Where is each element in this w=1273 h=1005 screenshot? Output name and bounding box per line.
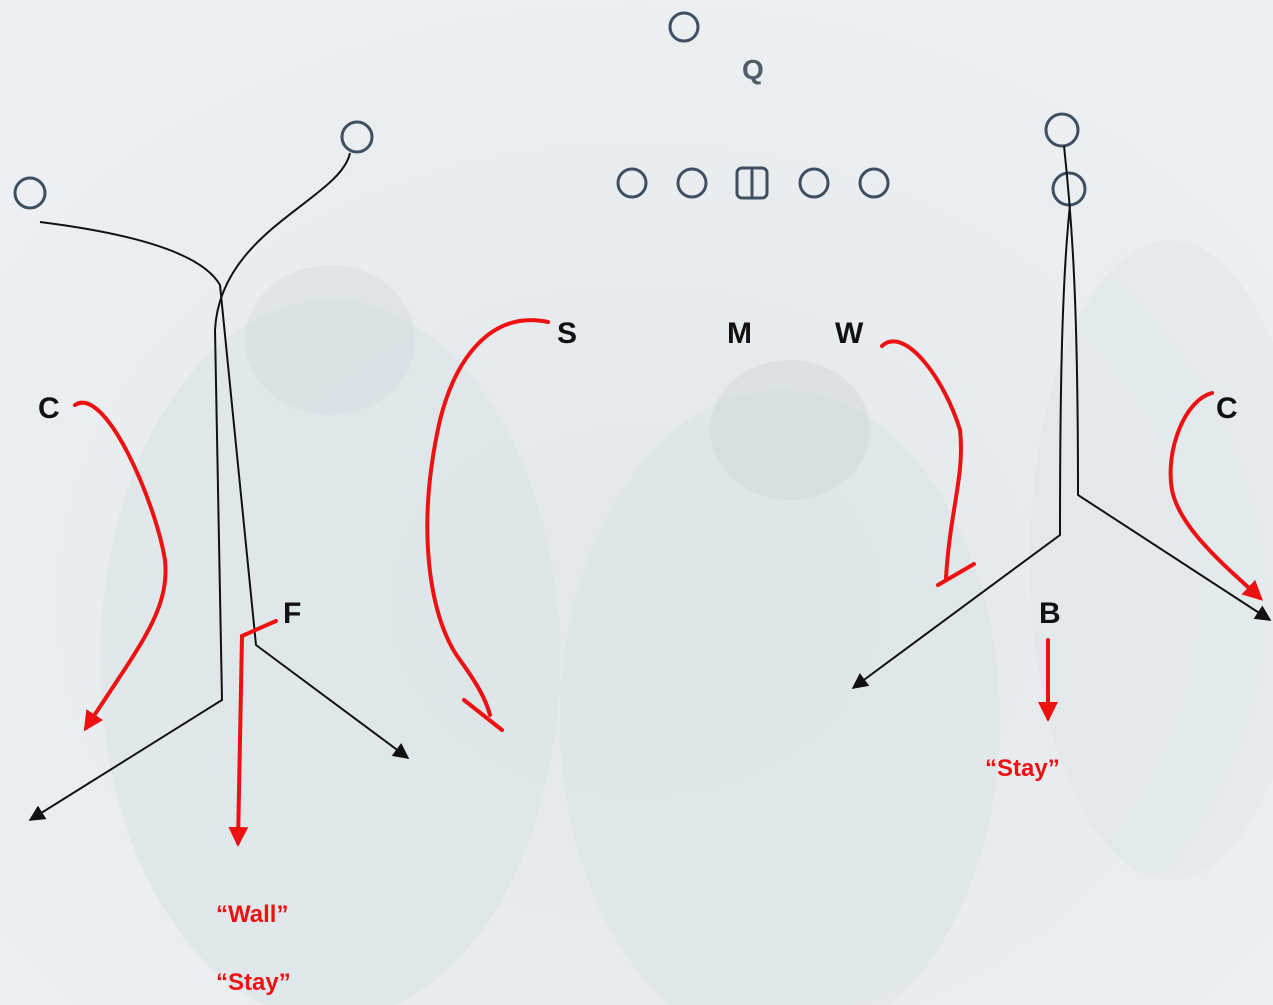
defense-reactions [73, 318, 1263, 847]
offense-routes [28, 145, 1272, 821]
left-wide-receiver [13, 176, 47, 210]
strong-safety-label: S [557, 317, 577, 350]
stay-call-left: “Stay” [216, 969, 291, 996]
mike-linebacker-label: M [727, 317, 752, 350]
quarterback-label: Q [742, 54, 764, 85]
right-outside-route [851, 204, 1071, 689]
free-safety-drop [228, 619, 278, 847]
outside-receiver-route [39, 221, 410, 759]
wall-call: “Wall” [216, 901, 288, 928]
strong-safety-end-bar [462, 698, 504, 732]
strong-safety-drop [425, 318, 550, 717]
coverage-calls: “Wall” “Stay” “Stay” [216, 755, 1060, 996]
slot-receiver-route [28, 152, 351, 821]
right-corner-label: C [1216, 392, 1238, 425]
right-slot-route [1063, 145, 1272, 621]
right-guard [798, 167, 830, 199]
will-linebacker-label: W [835, 317, 864, 350]
left-slot-receiver [340, 120, 374, 154]
buck-label: B [1039, 597, 1061, 630]
left-guard [676, 167, 708, 199]
left-corner-label: C [38, 392, 60, 425]
center-player [735, 166, 769, 200]
right-corner-drop [1168, 391, 1263, 601]
defense-labels: C S M W C F B [38, 317, 1238, 630]
free-safety-label: F [283, 597, 301, 630]
left-tackle [616, 167, 648, 199]
left-corner-drop [73, 400, 168, 732]
stay-call-right: “Stay” [985, 755, 1060, 782]
quarterback-player [668, 11, 700, 43]
right-slot-receiver [1044, 112, 1080, 148]
right-tackle [858, 167, 890, 199]
offense-formation: Q [13, 11, 1087, 210]
will-linebacker-drop [880, 339, 964, 580]
will-linebacker-end-bar [936, 562, 976, 587]
